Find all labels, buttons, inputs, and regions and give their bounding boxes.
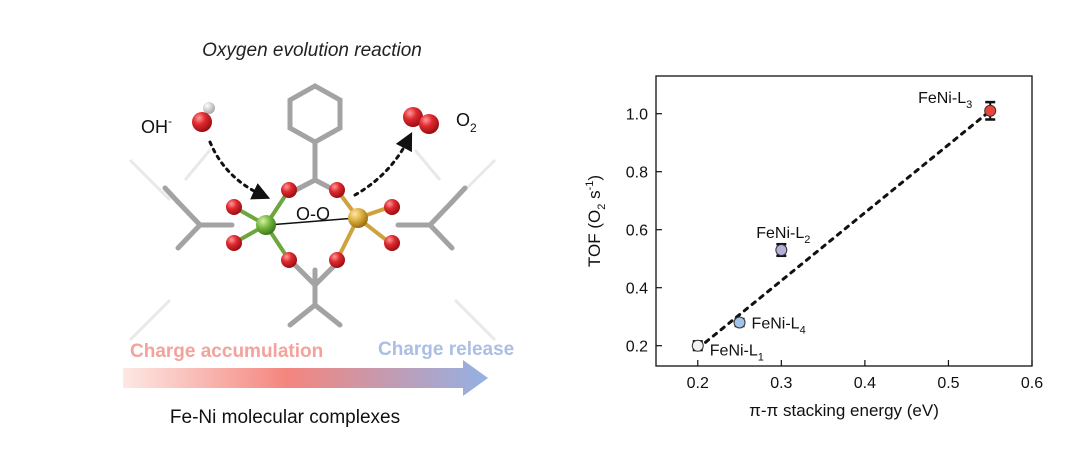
point-label-subscript: 1 xyxy=(758,352,764,364)
point-label-subscript: 3 xyxy=(966,99,972,111)
carbon-scaffold xyxy=(162,83,468,328)
y-axis-title-part: -1 xyxy=(584,181,596,191)
point-label: FeNi-L3 xyxy=(918,90,972,111)
charge-release-label: Charge release xyxy=(378,339,514,360)
data-point xyxy=(775,244,788,256)
y-tick-label: 1.0 xyxy=(626,107,648,124)
data-point xyxy=(984,104,997,117)
x-tick-label: 0.6 xyxy=(1021,375,1043,392)
hydroxide-molecule xyxy=(192,102,215,132)
charge-gradient-arrow xyxy=(123,360,488,396)
x-tick-label: 0.2 xyxy=(687,375,709,392)
point-label-subscript: 4 xyxy=(800,325,806,337)
point-label-name: FeNi-L xyxy=(756,225,804,242)
metal-bridge-bond xyxy=(267,217,357,226)
iron-atom xyxy=(256,215,276,235)
data-point xyxy=(691,339,704,352)
y-axis-title-part: ) xyxy=(585,175,604,181)
y-tick-label: 0.2 xyxy=(626,339,648,356)
oxygen-label: O2 xyxy=(456,110,477,135)
nickel-atom xyxy=(348,208,368,228)
hydroxide-label: OH- xyxy=(141,114,172,137)
x-tick-label: 0.3 xyxy=(770,375,792,392)
point-label-name: FeNi-L xyxy=(710,343,758,360)
point-label: FeNi-L4 xyxy=(752,316,806,337)
reactant-arrow xyxy=(208,140,271,200)
point-label: FeNi-L1 xyxy=(710,343,764,364)
point-label-subscript: 2 xyxy=(804,234,810,246)
y-tick-label: 0.6 xyxy=(626,223,648,240)
x-axis-title: π-π stacking energy (eV) xyxy=(749,401,939,420)
y-axis-title-part: s xyxy=(585,190,604,203)
figure-caption: Fe-Ni molecular complexes xyxy=(170,407,400,428)
point-label-name: FeNi-L xyxy=(752,316,800,333)
data-point xyxy=(733,316,746,329)
oxygen-molecule xyxy=(403,107,439,134)
chart-layer: 0.2 0.3 0.4 0.5 0.6 0.2 0.4 0.6 0.8 1.0 π-π stacki… xyxy=(584,90,1043,420)
bridge-label: O-O xyxy=(296,204,330,224)
product-arrow xyxy=(353,131,413,197)
linear-fit-line xyxy=(696,109,992,351)
x-tick-label: 0.5 xyxy=(937,375,959,392)
y-axis-title-part: TOF (O xyxy=(585,210,604,267)
y-tick-label: 0.8 xyxy=(626,165,648,182)
point-label-name: FeNi-L xyxy=(918,90,966,107)
plot-frame xyxy=(655,75,1033,367)
y-axis-title: TOF (O2 s-1) xyxy=(584,175,608,267)
point-label: FeNi-L2 xyxy=(756,225,810,246)
oxygen-atoms xyxy=(226,182,400,268)
charge-accumulation-label: Charge accumulation xyxy=(130,341,323,362)
x-tick-label: 0.4 xyxy=(854,375,876,392)
chart: 0.2 0.3 0.4 0.5 0.6 0.2 0.4 0.6 0.8 1.0 π-π stacki… xyxy=(584,75,1043,420)
y-axis-title-part: 2 xyxy=(596,204,608,210)
reaction-title: Oxygen evolution reaction xyxy=(202,40,422,61)
framework-lattice xyxy=(128,149,497,342)
left-illustration: Oxygen evolution reaction xyxy=(123,40,514,428)
y-tick-label: 0.4 xyxy=(626,281,648,298)
